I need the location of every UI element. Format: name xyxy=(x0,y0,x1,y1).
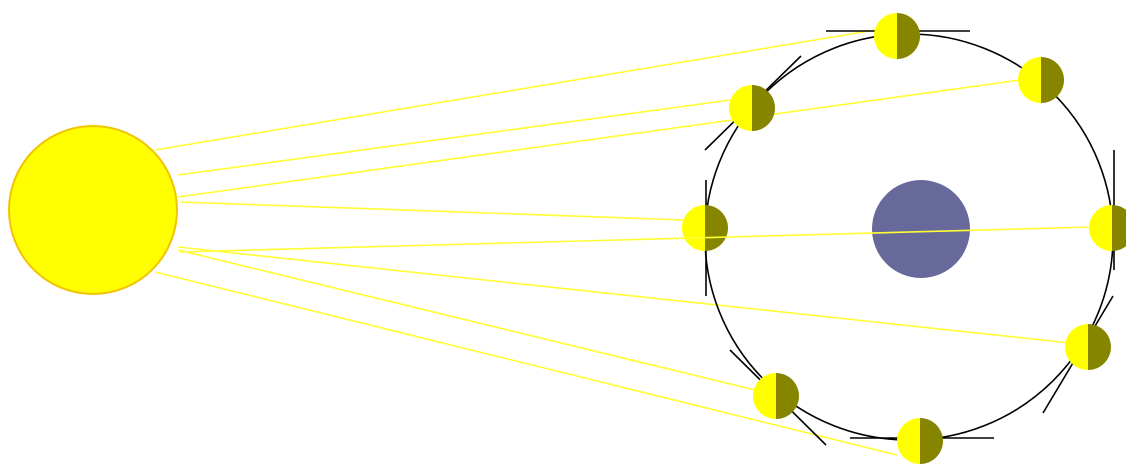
moon-lit-half xyxy=(1089,205,1112,251)
sunlight-ray xyxy=(155,272,897,455)
moon-dark-half xyxy=(1088,324,1111,370)
sunlight-ray xyxy=(178,100,730,175)
moon-lit-half xyxy=(753,373,776,419)
moon-lit-half xyxy=(897,418,920,464)
moon-dark-half xyxy=(1041,57,1064,103)
moon-lit-half xyxy=(682,205,705,251)
sun xyxy=(9,126,177,294)
moon-dark-half xyxy=(752,85,775,131)
moon-left xyxy=(682,205,728,251)
moon-dark-half xyxy=(705,205,728,251)
sunlight-ray xyxy=(178,250,755,390)
earth xyxy=(872,180,970,278)
moon-lower-left xyxy=(753,373,799,419)
sunlight-ray xyxy=(180,202,684,220)
sunlight-ray xyxy=(178,80,1020,197)
moon-lower-right xyxy=(1065,324,1111,370)
moon-dark-half xyxy=(776,373,799,419)
moon-right xyxy=(1089,205,1126,251)
moon-lit-half xyxy=(1018,57,1041,103)
moon-upper-left xyxy=(729,85,775,131)
moon-upper-right xyxy=(1018,57,1064,103)
moon-lit-half xyxy=(874,13,897,59)
moon-bottom xyxy=(897,418,943,464)
moon-top xyxy=(874,13,920,59)
moon-dark-half xyxy=(1112,205,1126,251)
moon-dark-half xyxy=(897,13,920,59)
moon-dark-half xyxy=(920,418,943,464)
